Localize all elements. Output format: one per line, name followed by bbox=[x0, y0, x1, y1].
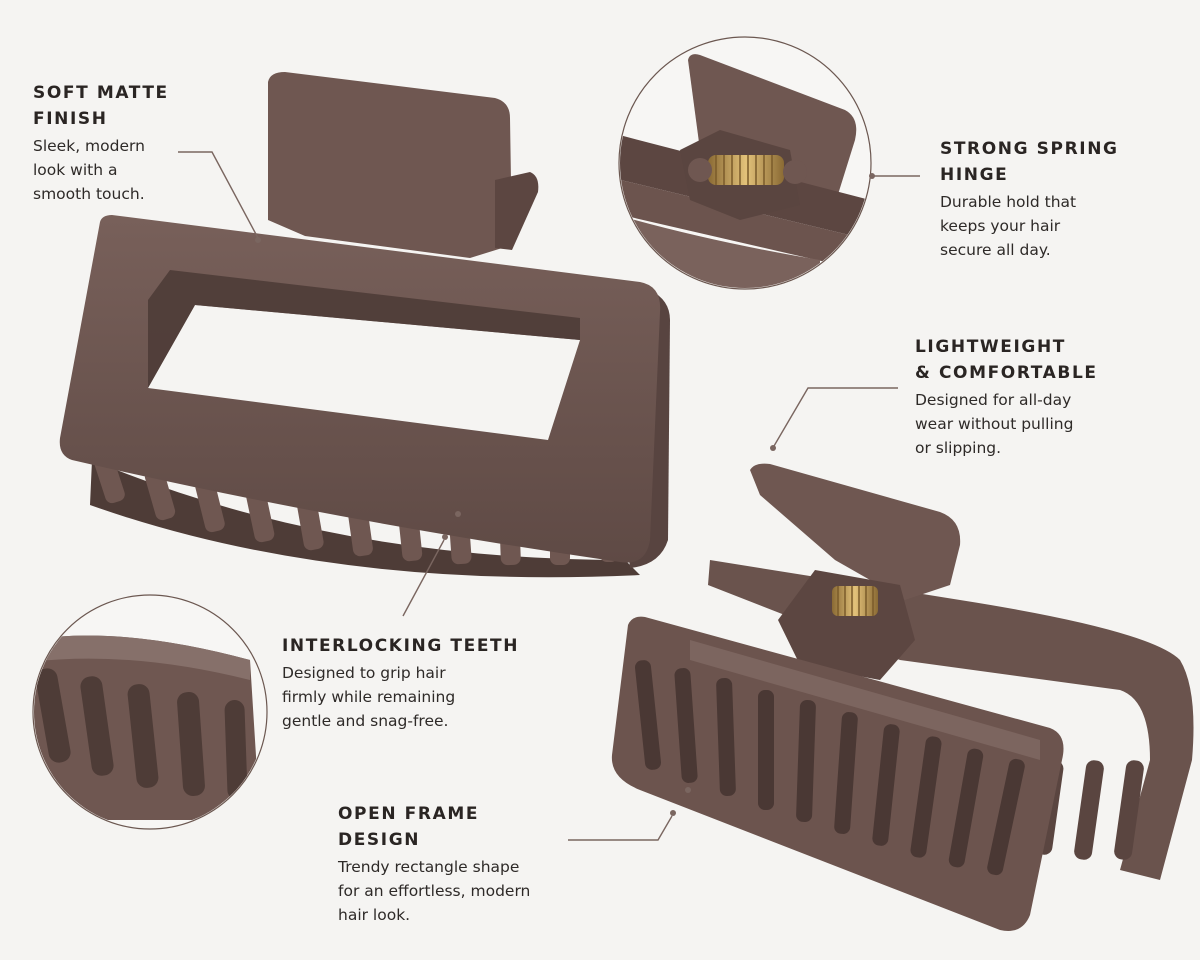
callout-title: LIGHTWEIGHT & COMFORTABLE bbox=[915, 337, 1098, 383]
callout-title: OPEN FRAME DESIGN bbox=[338, 804, 480, 850]
callout-description: Sleek, modern look with a smooth touch. bbox=[33, 137, 145, 203]
leader-lines bbox=[178, 151, 920, 841]
hinge-zoom-detail bbox=[618, 36, 872, 290]
side-clip-rear-jaw bbox=[708, 560, 1194, 880]
side-clip-handle bbox=[750, 463, 961, 600]
side-clip-hinge-block bbox=[778, 570, 915, 680]
callout-title: INTERLOCKING TEETH bbox=[282, 636, 520, 656]
callout-title: SOFT MATTE FINISH bbox=[33, 83, 169, 129]
callout-strong-spring-hinge: STRONG SPRING HINGE Durable hold that ke… bbox=[940, 136, 1120, 262]
callout-title: STRONG SPRING HINGE bbox=[940, 139, 1119, 185]
side-claw-clip bbox=[611, 463, 1194, 931]
leader-matte bbox=[178, 151, 259, 239]
leader-frame bbox=[568, 815, 673, 841]
main-clip-handle bbox=[268, 72, 512, 258]
teeth-zoom-detail bbox=[32, 594, 268, 830]
callout-lightweight-comfortable: LIGHTWEIGHT & COMFORTABLE Designed for a… bbox=[915, 334, 1115, 460]
callout-description: Designed for all-day wear without pullin… bbox=[915, 391, 1074, 457]
main-clip-side-tab bbox=[495, 172, 539, 250]
leader-teeth bbox=[402, 539, 445, 617]
callout-description: Designed to grip hair firmly while remai… bbox=[282, 664, 456, 730]
callout-description: Trendy rectangle shape for an effortless… bbox=[338, 858, 531, 924]
side-clip-spring bbox=[832, 586, 878, 616]
main-claw-clip bbox=[59, 72, 670, 578]
callout-open-frame-design: OPEN FRAME DESIGN Trendy rectangle shape… bbox=[338, 801, 568, 927]
leader-light bbox=[773, 387, 898, 447]
callout-description: Durable hold that keeps your hair secure… bbox=[940, 193, 1077, 259]
callout-interlocking-teeth: INTERLOCKING TEETH Designed to grip hair… bbox=[282, 633, 522, 733]
callout-soft-matte-finish: SOFT MATTE FINISH Sleek, modern look wit… bbox=[33, 80, 193, 206]
